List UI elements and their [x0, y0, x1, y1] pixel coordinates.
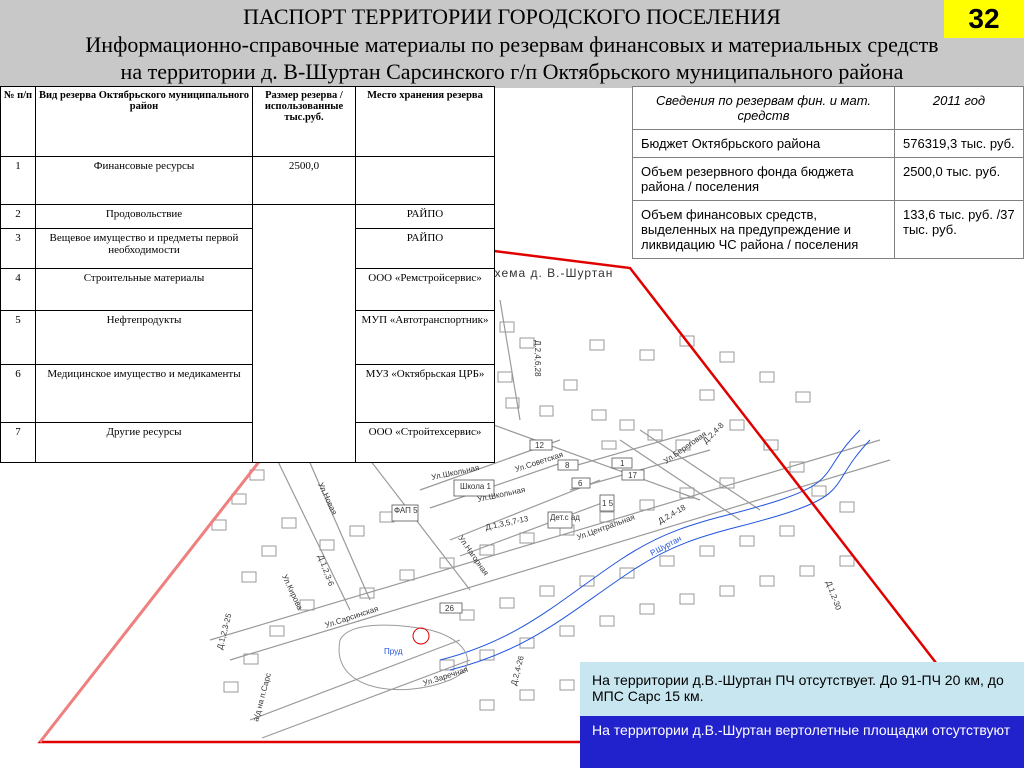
table-row: 6 Медицинское имущество и медикаменты МУ…: [0, 364, 495, 423]
page-subtitle: Информационно-справочные материалы по ре…: [85, 32, 939, 57]
row-size-merged: [252, 204, 356, 463]
pond-label: Пруд: [384, 647, 403, 656]
row-place: МУП «Автотранспортник»: [355, 310, 495, 365]
row-place: МУЗ «Октябрьская ЦРБ»: [355, 364, 495, 423]
map-title: Схема д. В.-Шуртан: [485, 266, 613, 280]
row-number: 2: [0, 204, 36, 229]
river-line: [439, 429, 861, 661]
reserve-table: № п/п Вид резерва Октябрьского муниципал…: [0, 86, 495, 463]
col-place: Место хранения резерва: [355, 86, 495, 157]
box-6: 6: [578, 479, 583, 488]
helipad-note: На территории д.В.-Шуртан вертолетные пл…: [580, 716, 1024, 768]
street-tsentralnaya: Ул.Центральная: [576, 513, 636, 542]
info-col-year: 2011 год: [894, 86, 1024, 130]
table-row: 2 Продовольствие РАЙПО: [0, 204, 495, 463]
pond: [338, 624, 468, 691]
row-number: 4: [0, 268, 36, 311]
houses-e-label: Д.1,2-30: [824, 580, 843, 612]
box-15: 1 5: [602, 499, 614, 508]
row-place: [355, 156, 495, 205]
row-type: Нефтепродукты: [35, 310, 253, 365]
row-type: Другие ресурсы: [35, 422, 253, 463]
page-subtitle-location: на территории д. В-Шуртан Сарсинского г/…: [120, 59, 904, 84]
table-row: 5 Нефтепродукты МУП «Автотранспортник»: [0, 310, 495, 365]
row-number: 5: [0, 310, 36, 365]
box-8: 8: [565, 461, 570, 470]
box-26: 26: [445, 604, 454, 613]
houses-h-label: Д.2,4-26: [509, 654, 526, 686]
page-number-badge: 32: [944, 0, 1024, 38]
row-number: 6: [0, 364, 36, 423]
col-number: № п/п: [0, 86, 36, 157]
info-row-value: 576319,3 тыс. руб.: [894, 129, 1024, 158]
row-place: РАЙПО: [355, 204, 495, 229]
info-col-label: Сведения по резервам фин. и мат. средств: [632, 86, 895, 130]
financial-info-table: Сведения по резервам фин. и мат. средств…: [632, 86, 1024, 259]
header-banner: ПАСПОРТ ТЕРРИТОРИИ ГОРОДСКОГО ПОСЕЛЕНИЯ …: [0, 0, 1024, 88]
info-row: Объем финансовых средств, выделенных на …: [632, 200, 1024, 259]
col-type: Вид резерва Октябрьского муниципального …: [35, 86, 253, 157]
info-row-label: Объем резервного фонда бюджета района / …: [632, 157, 895, 201]
table-row: 7 Другие ресурсы ООО «Стройтехсервис»: [0, 422, 495, 463]
roads: [209, 299, 891, 739]
numbered-boxes: [391, 439, 645, 614]
row-type: Строительные материалы: [35, 268, 253, 311]
row-type: Финансовые ресурсы: [35, 156, 253, 205]
houses-c-label: Д.1,2,3-6: [316, 554, 336, 588]
building-blocks: [211, 321, 855, 711]
table-row: 1 Финансовые ресурсы 2500,0: [0, 156, 495, 205]
fap-label: ФАП 5: [394, 506, 418, 515]
row-size: 2500,0: [252, 156, 356, 205]
houses-d-label: Д.1,2,3-25: [215, 612, 233, 651]
row-place: ООО «Стройтехсервис»: [355, 422, 495, 463]
info-row: Бюджет Октябрьского района 576319,3 тыс.…: [632, 129, 1024, 158]
box-1: 1: [620, 459, 625, 468]
street-novaya: Ул.Новая: [316, 481, 339, 516]
info-header-row: Сведения по резервам фин. и мат. средств…: [632, 86, 1024, 130]
info-row-label: Бюджет Октябрьского района: [632, 129, 895, 158]
info-row: Объем резервного фонда бюджета района / …: [632, 157, 1024, 201]
row-type: Вещевое имущество и предметы первой необ…: [35, 228, 253, 269]
table-header-row: № п/п Вид резерва Октябрьского муниципал…: [0, 86, 495, 157]
info-row-value: 2500,0 тыс. руб.: [894, 157, 1024, 201]
boundary-marker: [412, 627, 430, 645]
street-kirova: Ул.Кирова: [280, 573, 304, 612]
row-number: 7: [0, 422, 36, 463]
row-place: ООО «Ремстройсервис»: [355, 268, 495, 311]
houses-f-label: Д.2,4,6,28: [533, 340, 542, 377]
table-row: 3 Вещевое имущество и предметы первой не…: [0, 228, 495, 269]
row-number: 3: [0, 228, 36, 269]
row-type: Продовольствие: [35, 204, 253, 229]
box-12: 12: [535, 441, 544, 450]
row-number: 1: [0, 156, 36, 205]
row-type: Медицинское имущество и медикаменты: [35, 364, 253, 423]
school-label: Школа 1: [460, 482, 492, 491]
street-shkolnaya-1: Ул.Школьная: [431, 463, 480, 482]
info-row-label: Объем финансовых средств, выделенных на …: [632, 200, 895, 259]
table-row: 4 Строительные материалы ООО «Ремстройсе…: [0, 268, 495, 311]
kindergarten-label: Дет.с ад: [550, 513, 580, 522]
fire-station-note: На территории д.В.-Шуртан ПЧ отсутствует…: [580, 662, 1024, 716]
box-17: 17: [628, 471, 637, 480]
info-row-value: 133,6 тыс. руб. /37 тыс. руб.: [894, 200, 1024, 259]
page-title: ПАСПОРТ ТЕРРИТОРИИ ГОРОДСКОГО ПОСЕЛЕНИЯ: [243, 4, 781, 29]
col-size: Размер резерва /использованные тыс.руб.: [252, 86, 356, 157]
row-place: РАЙПО: [355, 228, 495, 269]
street-zarechnaya: Ул.Заречная: [422, 665, 469, 688]
